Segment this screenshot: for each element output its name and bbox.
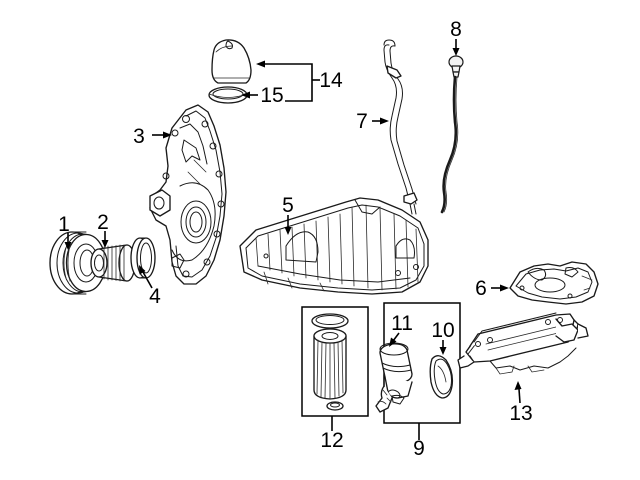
callout-label-9: 9 bbox=[413, 437, 425, 460]
callout-label-3: 3 bbox=[133, 125, 145, 148]
callout-leaders bbox=[64, 39, 522, 440]
part-oil-pan[interactable] bbox=[239, 197, 429, 295]
part-timing-cover[interactable] bbox=[149, 104, 227, 285]
callout-label-13: 13 bbox=[509, 402, 532, 425]
part-oil-filler-cap[interactable] bbox=[211, 39, 252, 84]
part-oil-filter-element-kit[interactable] bbox=[311, 313, 349, 411]
callout-label-12: 12 bbox=[320, 429, 343, 452]
part-pulley-hub-spacer[interactable] bbox=[90, 244, 136, 282]
part-oil-pan-baffle[interactable] bbox=[509, 261, 599, 305]
part-engine-oil-cooler[interactable] bbox=[457, 312, 589, 375]
part-oil-filter-housing-cap[interactable] bbox=[375, 342, 413, 413]
part-oil-level-dipstick[interactable] bbox=[440, 55, 464, 214]
part-oil-filler-cap-seal[interactable] bbox=[208, 86, 248, 104]
part-filter-housing-seal-ring[interactable] bbox=[429, 355, 454, 399]
callout-label-5: 5 bbox=[282, 194, 294, 217]
callout-label-8: 8 bbox=[450, 18, 462, 41]
part-dipstick-guide-tube[interactable] bbox=[383, 39, 418, 215]
callout-label-14: 14 bbox=[319, 69, 343, 92]
callout-label-11: 11 bbox=[391, 312, 413, 335]
part-front-crankshaft-seal[interactable] bbox=[130, 237, 156, 279]
callout-label-1: 1 bbox=[58, 213, 70, 236]
callout-label-6: 6 bbox=[475, 277, 487, 300]
callout-label-7: 7 bbox=[356, 110, 368, 133]
callout-label-2: 2 bbox=[97, 211, 109, 234]
callout-label-15: 15 bbox=[260, 84, 283, 107]
group-box-oil-filter-element-kit bbox=[301, 306, 369, 417]
callout-label-10: 10 bbox=[431, 319, 454, 342]
callout-label-4: 4 bbox=[149, 285, 161, 308]
